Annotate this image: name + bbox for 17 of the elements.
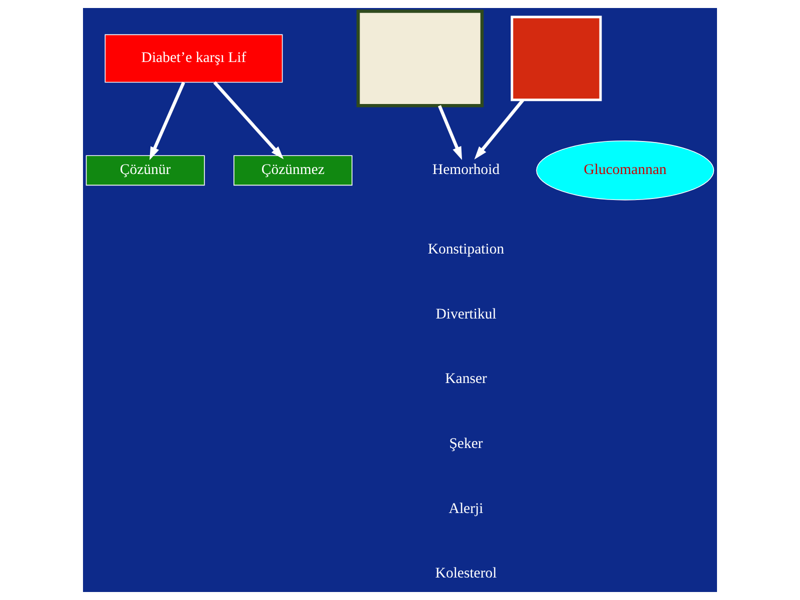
node-box: Çözünmez — [234, 155, 352, 186]
label: Konstipation — [428, 242, 504, 258]
arrow — [474, 99, 524, 160]
node-box — [356, 10, 484, 108]
arrow — [149, 82, 186, 160]
label: Kolesterol — [435, 566, 497, 582]
node-box — [510, 16, 602, 102]
label: Kanser — [445, 371, 487, 388]
label: Divertikul — [436, 306, 496, 322]
node-ellipse: Glucomannan — [536, 140, 714, 200]
node-box: Çözünür — [86, 155, 205, 186]
node-text: Hemorhoid — [432, 162, 500, 178]
arrow — [213, 81, 284, 160]
label: Alerji — [448, 500, 484, 517]
arrow — [438, 105, 462, 160]
label: Şeker — [449, 436, 483, 452]
node-box: Diabet’e karşı Lif — [104, 34, 283, 83]
